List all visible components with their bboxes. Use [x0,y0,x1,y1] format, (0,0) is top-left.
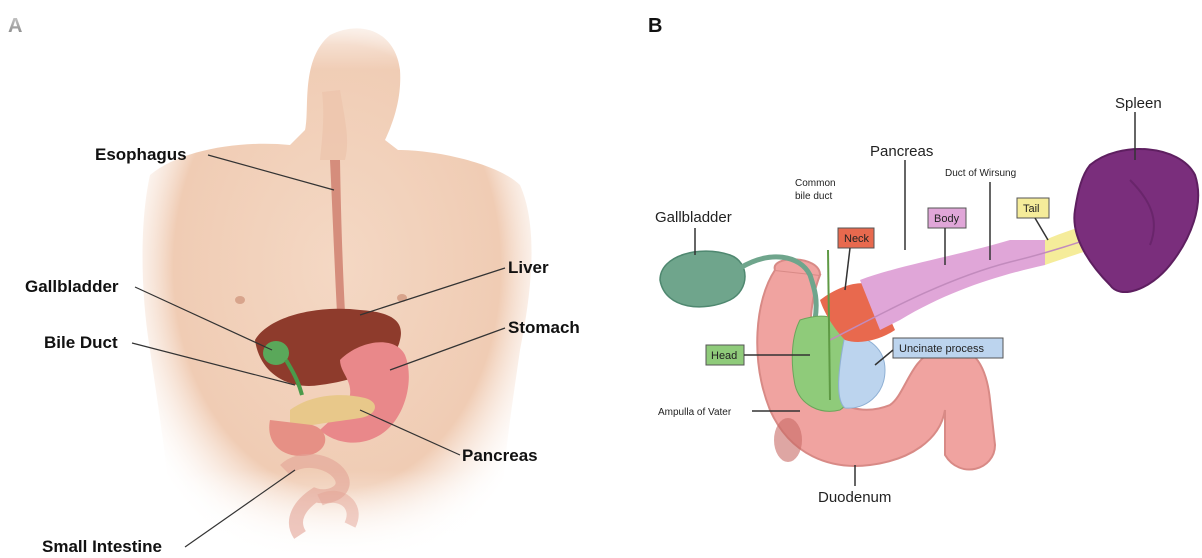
leader-neck [845,248,850,290]
panel-a: A Esophagus Liver Gallbladder [0,0,600,558]
label-common-bile-duct-line2: bile duct [795,191,832,202]
region-box-tail: Tail [1017,198,1049,240]
body-region [860,240,1045,330]
uncinate-box-label: Uncinate process [899,343,984,355]
top-fade [0,0,600,70]
panel-b: B Spleen Pancreas Duct of Wirsung Common… [648,15,1198,506]
label-pancreas-b: Pancreas [870,143,933,160]
uncinate-region [839,335,885,408]
head-box-label: Head [711,350,737,362]
body-box-label: Body [934,213,960,225]
label-common-bile-duct-line1: Common [795,178,836,189]
panel-b-letter: B [648,15,662,37]
label-stomach: Stomach [508,318,580,337]
neck-box-label: Neck [844,233,870,245]
label-pancreas-a: Pancreas [462,446,538,465]
left-nipple [235,296,245,304]
duodenum-lumen [774,418,802,462]
spleen-shape [1074,149,1198,292]
label-esophagus: Esophagus [95,145,187,164]
label-ampulla-of-vater: Ampulla of Vater [658,407,732,418]
label-gallbladder-b: Gallbladder [655,209,732,226]
label-duct-of-wirsung: Duct of Wirsung [945,168,1016,179]
label-duodenum: Duodenum [818,489,891,506]
label-bile-duct: Bile Duct [44,333,118,352]
leader-tail [1035,218,1048,240]
label-gallbladder: Gallbladder [25,277,119,296]
label-small-intestine: Small Intestine [42,537,162,556]
tail-box-label: Tail [1023,203,1040,215]
label-liver: Liver [508,258,549,277]
label-spleen: Spleen [1115,95,1162,112]
gallbladder-shape-b [660,251,745,307]
